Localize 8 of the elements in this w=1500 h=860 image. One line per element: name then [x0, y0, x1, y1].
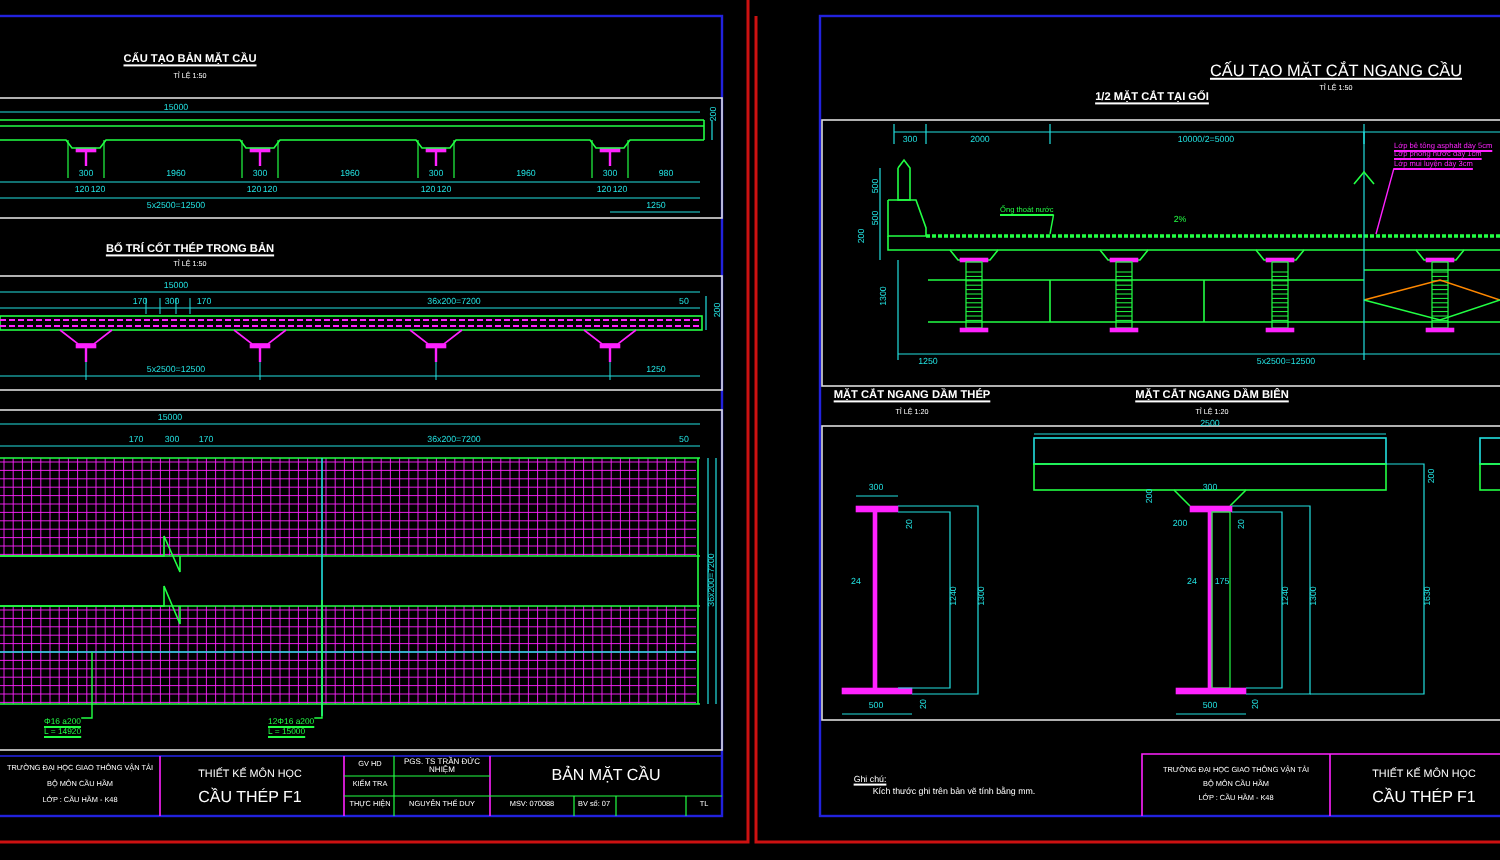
leader-line: [80, 651, 93, 719]
leader-line: [1049, 214, 1055, 235]
title-block-heading: CẦU THÉP F1: [1372, 790, 1476, 806]
title-block-heading: BẢN MẶT CẦU: [551, 768, 661, 784]
leader-line: [313, 599, 323, 719]
title-block-heading: CẦU THÉP F1: [198, 790, 302, 806]
leader-line: [1375, 167, 1395, 235]
sheet-title: CẤU TẠO MẶT CẮT NGANG CẦU: [1210, 63, 1462, 81]
